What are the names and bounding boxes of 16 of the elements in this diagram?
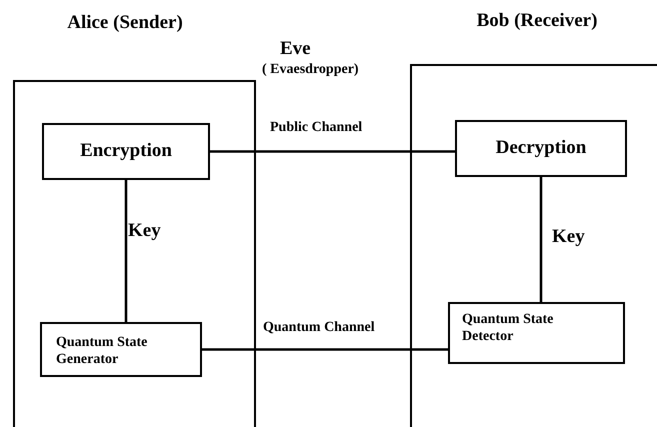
connector-line	[210, 150, 455, 153]
process-box	[448, 302, 625, 364]
box-label: Decryption	[494, 137, 588, 159]
annotation-label: ( Evaesdropper)	[262, 62, 359, 78]
connector-line	[124, 180, 128, 322]
connector-line	[540, 177, 542, 302]
process-box	[455, 120, 627, 177]
group-heading: Alice (Sender)	[66, 12, 184, 34]
box-label: Encryption	[79, 140, 173, 162]
group-heading: Bob (Receiver)	[476, 10, 598, 32]
box-label: Quantum State Generator	[56, 334, 148, 368]
connector-line	[202, 348, 448, 351]
process-box	[40, 322, 202, 377]
box-label: Quantum State Detector	[462, 311, 554, 345]
edge-label: Quantum Channel	[263, 320, 375, 336]
process-box	[42, 123, 210, 180]
